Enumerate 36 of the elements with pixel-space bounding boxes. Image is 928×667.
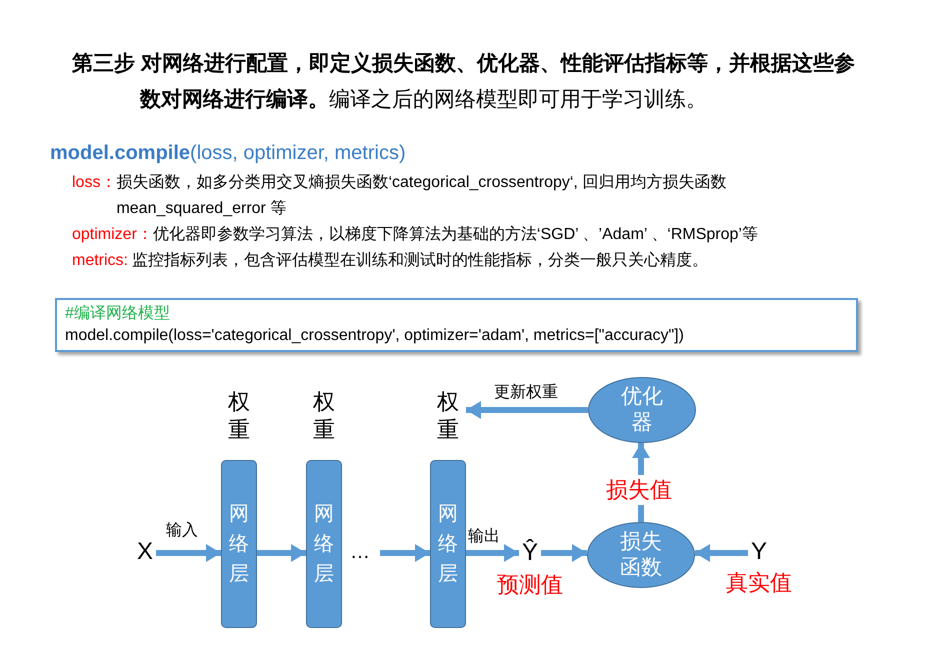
ellipse-node: 损失函数 xyxy=(587,522,695,588)
parameter-description: 损失函数，如多分类用交叉熵损失函数‘categorical_crossentropy‘, 回归用均方损失函数 mean_squared_error 等 xyxy=(116,172,728,219)
layer-label: 网络层 xyxy=(229,502,249,587)
variable-label: X xyxy=(134,537,156,567)
edge-label: 更新权重 xyxy=(494,382,558,403)
arrow xyxy=(466,544,519,562)
variable-label: Y xyxy=(748,537,770,567)
value-caption: 预测值 xyxy=(496,571,564,599)
arrow xyxy=(695,544,748,562)
arrow xyxy=(380,544,430,562)
parameter-description: 监控指标列表，包含评估模型在训练和测试时的性能指标，分类一般只关心精度。 xyxy=(132,250,708,271)
edge-label: 输出 xyxy=(468,526,500,547)
edge-label: 损失值 xyxy=(604,475,674,505)
ellipse-node: 优化器 xyxy=(588,377,696,443)
code-comment: #编译网络模型 xyxy=(65,304,171,324)
code-box xyxy=(55,298,858,352)
arrow xyxy=(156,544,221,562)
edge-label: 输入 xyxy=(166,520,198,541)
weight-label: 权重 xyxy=(313,388,335,444)
layer-label: 网络层 xyxy=(314,502,334,587)
weight-label: 权重 xyxy=(437,388,459,444)
step-heading: 第三步 对网络进行配置，即定义损失函数、优化器、性能评估指标等，并根据这些参数对网络进行编译。编译之后的网络模型即可用于学习训练。 xyxy=(72,50,856,113)
parameter-description: 优化器即参数学习算法，以梯度下降算法为基础的方法‘SGD’ 、’Adam’ 、‘RMSprop’等 xyxy=(152,224,758,245)
parameter-name: metrics: xyxy=(72,251,128,271)
ellipsis-label: … xyxy=(350,540,370,565)
function-signature: model.compile(loss, optimizer, metrics) xyxy=(50,141,406,166)
weight-label: 权重 xyxy=(228,388,250,444)
value-caption: 真实值 xyxy=(725,569,793,597)
parameter-name: loss： xyxy=(72,173,116,193)
arrow xyxy=(466,401,588,419)
variable-label: Ŷ xyxy=(519,537,541,569)
layer-label: 网络层 xyxy=(438,502,458,587)
parameter-name: optimizer： xyxy=(72,225,153,245)
arrow xyxy=(541,544,587,562)
arrow xyxy=(257,544,306,562)
code-line: model.compile(loss='categorical_crossentropy', optimizer='adam', metrics=["accuracy"]) xyxy=(65,326,685,346)
